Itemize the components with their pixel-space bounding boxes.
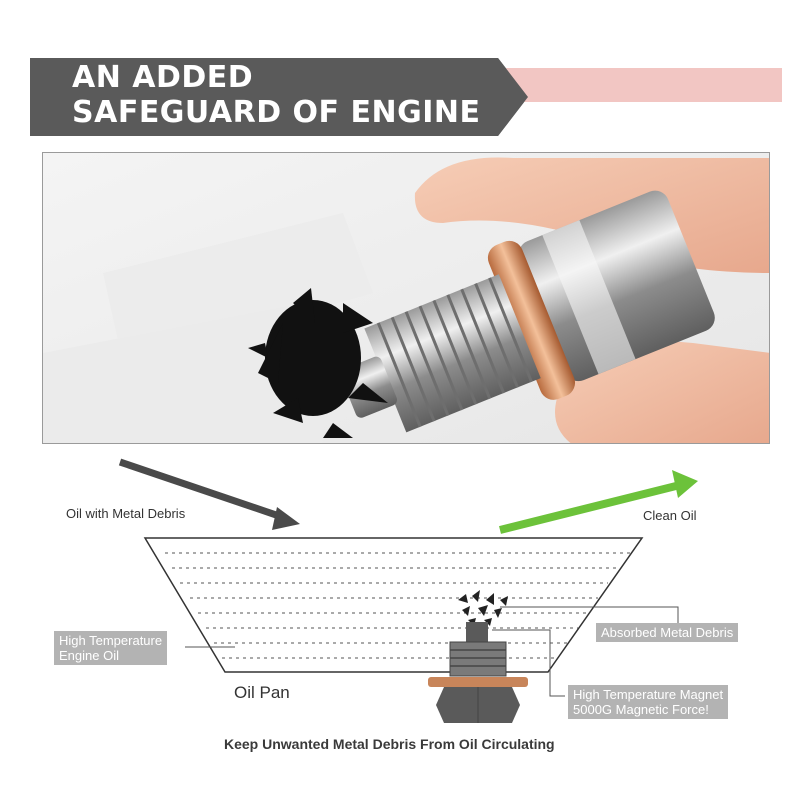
- label-oil-pan: Oil Pan: [234, 683, 290, 702]
- magnet-plug-icon: [428, 622, 528, 723]
- header-banner: [30, 58, 782, 136]
- label-hot-engine-oil: High Temperature Engine Oil: [54, 631, 168, 665]
- hot-oil-line-1: High Temperature: [59, 633, 163, 648]
- diagram-caption: Keep Unwanted Metal Debris From Oil Circ…: [224, 736, 555, 752]
- oil-level-lines: [165, 552, 630, 659]
- label-clean-oil: Clean Oil: [643, 508, 697, 523]
- label-oil-with-debris: Oil with Metal Debris: [66, 506, 186, 521]
- oil-pan-drawing: [118, 458, 698, 723]
- label-magnet: High Temperature Magnet 5000G Magnetic F…: [568, 685, 729, 719]
- oil-in-arrow: [118, 458, 300, 530]
- clean-oil-arrow: [499, 470, 698, 534]
- magnet-line-2: 5000G Magnetic Force!: [573, 702, 709, 717]
- title-line-2: SAFEGUARD OF ENGINE: [72, 95, 481, 130]
- page-title: AN ADDED SAFEGUARD OF ENGINE: [72, 60, 512, 130]
- oil-pan-diagram: Oil with Metal Debris Clean Oil High Tem…: [0, 450, 800, 800]
- hot-oil-line-2: Engine Oil: [59, 648, 119, 663]
- label-absorbed-debris: Absorbed Metal Debris: [596, 623, 739, 642]
- banner-accent-tip: [498, 58, 528, 136]
- metal-debris-cluster: [248, 288, 388, 438]
- magnetic-drain-plug-illustration: [43, 153, 769, 443]
- magnet-line-1: High Temperature Magnet: [573, 687, 724, 702]
- product-photo: [42, 152, 770, 444]
- title-line-1: AN ADDED: [72, 60, 254, 95]
- oil-pan-outline: [143, 537, 644, 673]
- banner-dark-shape: [30, 58, 528, 136]
- banner-accent-bar: [506, 68, 782, 102]
- absorbed-debris-icon: [458, 590, 508, 626]
- leader-magnet: [492, 629, 565, 697]
